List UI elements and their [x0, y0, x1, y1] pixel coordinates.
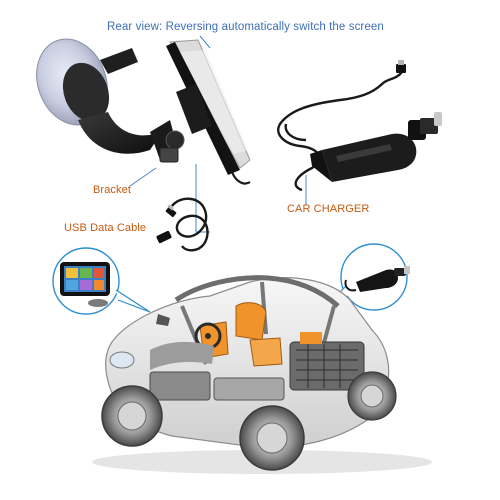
rear-view-caption: Rear view: Reversing automatically switc… [107, 21, 384, 33]
bracket-label: Bracket [93, 184, 131, 196]
car-charger-label: CAR CHARGER [287, 203, 370, 215]
usb-data-cable-label: USB Data Cable [64, 222, 147, 234]
